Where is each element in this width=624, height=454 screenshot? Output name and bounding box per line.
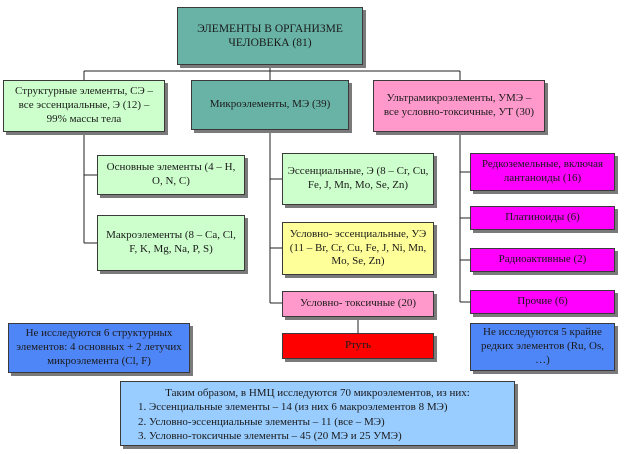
summary-item: Условно-эссенциальные элементы – 11 (все… <box>149 415 506 429</box>
root-label: ЭЛЕМЕНТЫ В ОРГАНИЗМЕ ЧЕЛОВЕКА (81) <box>197 22 343 49</box>
radioactive-label: Радиоактивные (2) <box>498 253 587 266</box>
mercury-box: Ртуть <box>282 333 434 359</box>
note-left-label: Не исследуются 6 структурных элементов: … <box>16 327 182 367</box>
structural-elements-label: Структурные элементы, СЭ – все эссенциал… <box>15 85 153 125</box>
platinoids-label: Платиноиды (6) <box>505 211 580 224</box>
essential-micro-box: Эссенциальные, Э (8 – Cr, Cu, Fe, J, Mn,… <box>282 153 434 205</box>
note-left-box: Не исследуются 6 структурных элементов: … <box>8 323 190 373</box>
basic-elements-box: Основные элементы (4 – H, O, N, C) <box>97 155 245 195</box>
ultramicroelements-box: Ультрамикроэлементы, УМЭ – все условно-т… <box>373 80 545 132</box>
note-right-box: Не исследуются 5 крайне редких элементов… <box>470 323 615 371</box>
conditionally-toxic-box: Условно- токсичные (20) <box>282 291 434 317</box>
ultramicroelements-label: Ультрамикроэлементы, УМЭ – все условно-т… <box>383 92 535 118</box>
summary-box: Таким образом, в НМЦ исследуются 70 микр… <box>120 381 515 446</box>
root-box: ЭЛЕМЕНТЫ В ОРГАНИЗМЕ ЧЕЛОВЕКА (81) <box>177 7 363 65</box>
rare-earth-box: Редкоземельные, включая лантаноиды (16) <box>470 153 615 191</box>
microelements-label: Микроэлементы, МЭ (39) <box>209 98 331 111</box>
other-elements-box: Прочие (6) <box>470 290 615 314</box>
macroelements-label: Макроэлементы (8 – Ca, Cl, F, K, Mg, Na,… <box>106 229 236 255</box>
structural-elements-box: Структурные элементы, СЭ – все эссенциал… <box>3 80 165 132</box>
summary-item: Эссенциальные элементы – 14 (из них 6 ма… <box>149 400 506 414</box>
basic-elements-label: Основные элементы (4 – H, O, N, C) <box>106 161 236 187</box>
conditionally-toxic-label: Условно- токсичные (20) <box>299 297 417 310</box>
summary-list: Эссенциальные элементы – 14 (из них 6 ма… <box>129 400 506 443</box>
conditionally-essential-label: Условно- эссенциальные, УЭ (11 – Br, Cr,… <box>289 227 427 268</box>
essential-micro-label: Эссенциальные, Э (8 – Cr, Cu, Fe, J, Mn,… <box>287 165 429 191</box>
summary-item: Условно-токсичные элементы – 45 (20 МЭ и… <box>149 429 506 443</box>
summary-intro: Таким образом, в НМЦ исследуются 70 микр… <box>165 387 470 399</box>
note-right-label: Не исследуются 5 крайне редких элементов… <box>480 326 605 366</box>
other-elements-label: Прочие (6) <box>517 295 568 308</box>
radioactive-box: Радиоактивные (2) <box>470 248 615 272</box>
conditionally-essential-box: Условно- эссенциальные, УЭ (11 – Br, Cr,… <box>282 222 434 275</box>
microelements-box: Микроэлементы, МЭ (39) <box>191 80 349 130</box>
rare-earth-label: Редкоземельные, включая лантаноиды (16) <box>481 158 604 184</box>
mercury-label: Ртуть <box>344 339 372 352</box>
platinoids-box: Платиноиды (6) <box>470 206 615 230</box>
macroelements-box: Макроэлементы (8 – Ca, Cl, F, K, Mg, Na,… <box>97 215 245 271</box>
